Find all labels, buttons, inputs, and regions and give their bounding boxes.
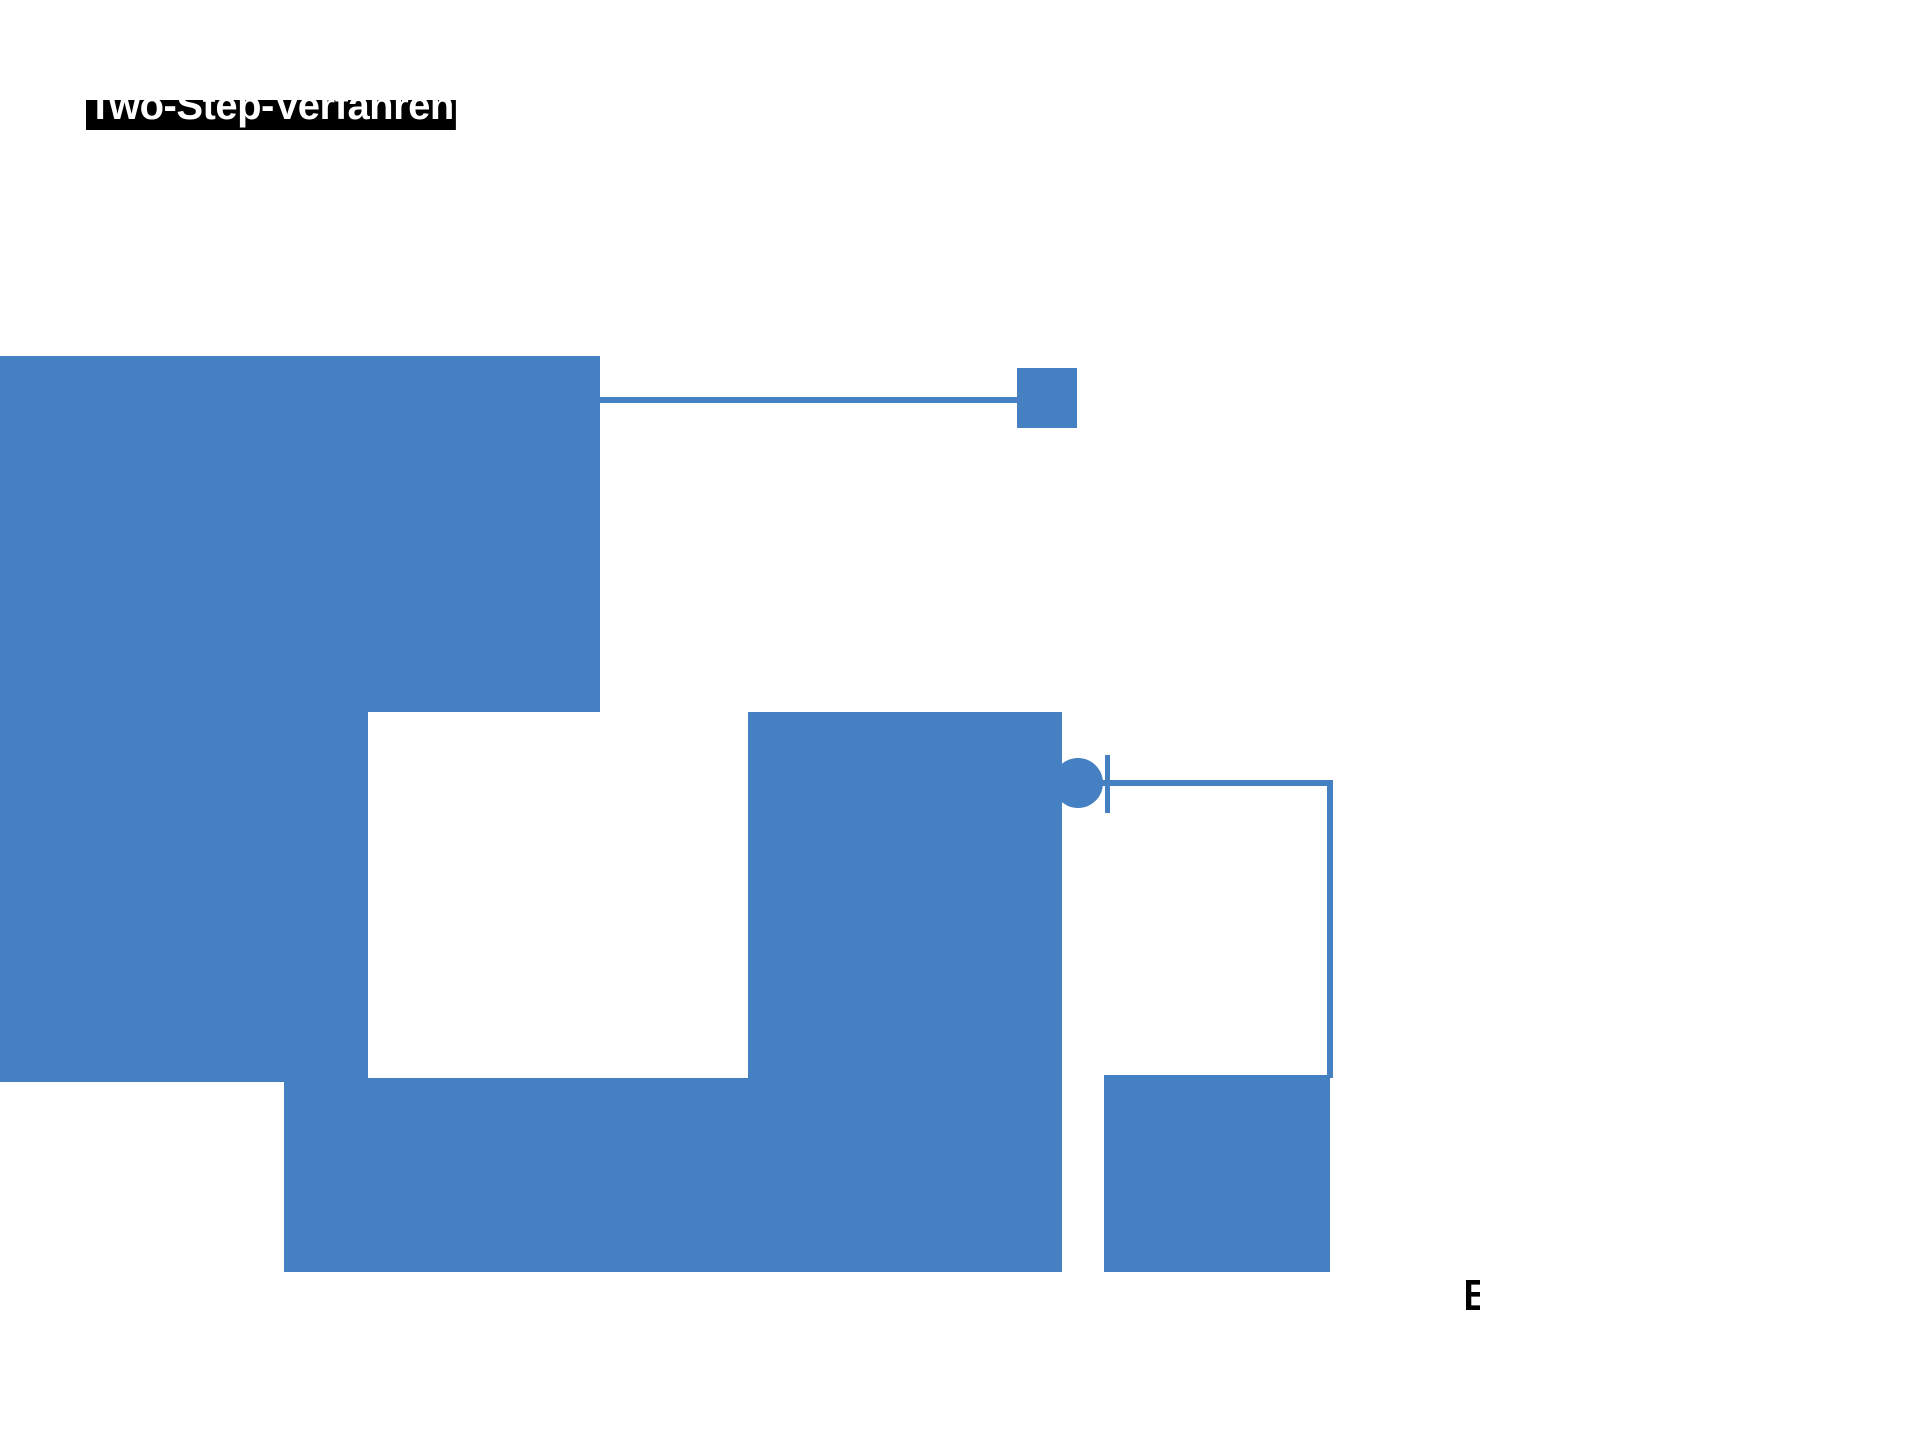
secondary-block-lower[interactable] bbox=[284, 1078, 1062, 1272]
clipped-text-glyph: B bbox=[1466, 1276, 1480, 1326]
clipped-text-glyph-char: B bbox=[1466, 1276, 1480, 1320]
page-title: Two-Step-Verfahren bbox=[86, 82, 786, 142]
connector-junction-vertical bbox=[1327, 780, 1333, 1078]
small-badge-block[interactable] bbox=[1017, 368, 1077, 428]
secondary-block-cutout bbox=[368, 712, 748, 1078]
tertiary-block[interactable] bbox=[1104, 1075, 1330, 1272]
connector-junction-horizontal bbox=[1090, 780, 1333, 786]
page-title-text: Two-Step-Verfahren bbox=[86, 84, 456, 130]
connector-primary-to-badge bbox=[600, 397, 1020, 403]
title-clip-region: Two-Step-Verfahren bbox=[86, 82, 478, 142]
